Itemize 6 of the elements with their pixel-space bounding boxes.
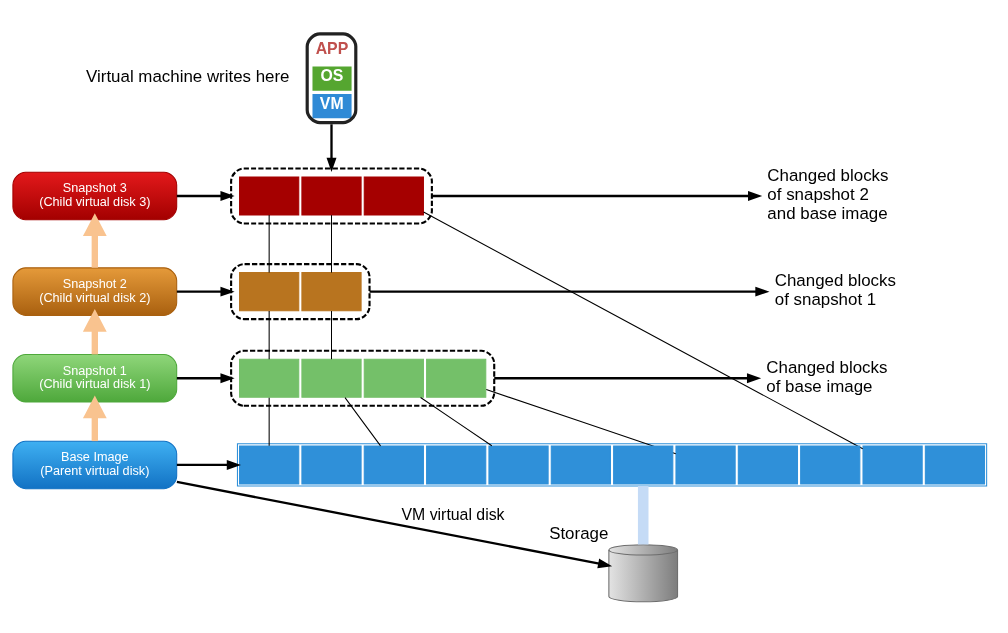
- label: Virtual machine writes here: [86, 66, 290, 86]
- node-label: Storage: [549, 523, 609, 543]
- edge-label: VM virtual disk: [401, 505, 505, 523]
- node-text: Changed blocks of snapshot 2 and base image: [767, 165, 889, 223]
- node-text: Changed blocks of base image: [766, 357, 888, 396]
- node-text: Changed blocks of snapshot 1: [774, 270, 896, 309]
